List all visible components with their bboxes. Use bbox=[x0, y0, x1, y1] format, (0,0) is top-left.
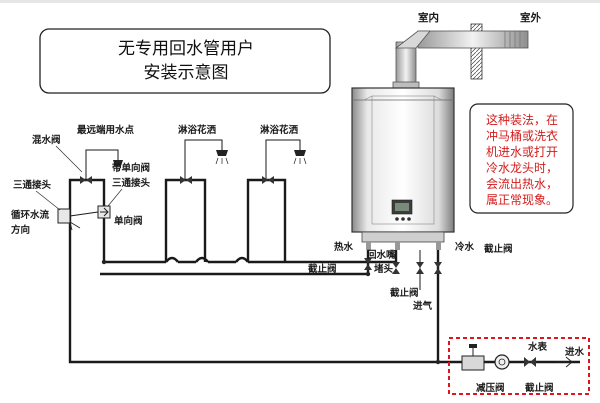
wall-and-flue: 室内 室外 bbox=[392, 11, 541, 91]
shower-head-2-icon bbox=[293, 150, 307, 165]
farthest-point-label: 最远端用水点 bbox=[77, 124, 135, 136]
tee-right-label: 三通接头 bbox=[112, 177, 151, 189]
meter-dashed-frame bbox=[448, 337, 590, 395]
cold-water-label: 冷水 bbox=[455, 241, 475, 253]
flue-vertical bbox=[395, 41, 417, 88]
shower2-loop bbox=[246, 178, 287, 262]
shower1-label: 淋浴花洒 bbox=[178, 124, 217, 136]
water-meter-box bbox=[448, 337, 590, 395]
note-line-1: 这种装法，在 bbox=[486, 112, 558, 127]
tee-left-icon bbox=[57, 208, 71, 224]
cold-main-pipe bbox=[68, 236, 456, 364]
shower1-loop bbox=[164, 178, 207, 262]
water-meter-label: 水表 bbox=[528, 341, 548, 353]
cold-stop-valve-icon bbox=[434, 262, 442, 274]
shower2-label: 淋浴花洒 bbox=[260, 124, 299, 136]
gas-valve-icon bbox=[416, 262, 424, 274]
stop-valve-left-label: 截止阀 bbox=[308, 263, 337, 275]
indoor-label: 室内 bbox=[418, 11, 439, 24]
stop-valve-right-label: 截止阀 bbox=[484, 243, 513, 255]
circulation-flow-label: 循环水流 bbox=[11, 209, 50, 221]
title-line-1: 无专用回水管用户 bbox=[118, 39, 254, 59]
top-border bbox=[0, 0, 600, 3]
one-way-valve-icon bbox=[100, 207, 109, 217]
return-nozzle-label: 回水嘴 bbox=[367, 249, 396, 261]
water-inlet-label: 进水 bbox=[565, 346, 585, 358]
water-meter-icon bbox=[494, 354, 510, 370]
gas-inlet-label: 进气 bbox=[413, 300, 433, 312]
pipe-joints bbox=[101, 259, 441, 365]
one-way-valve-label: 单向阀 bbox=[114, 215, 143, 227]
note-line-4: 冷水龙头时， bbox=[486, 161, 558, 175]
title-line-2: 安装示意图 bbox=[144, 63, 229, 83]
title-box: 无专用回水管用户 安装示意图 bbox=[39, 28, 331, 94]
meter-stop-valve-icon bbox=[524, 357, 536, 367]
mixing-valve-label: 混水阀 bbox=[32, 134, 61, 146]
wall bbox=[470, 23, 483, 80]
flow-arrow-icon bbox=[69, 221, 81, 231]
hot-stop-valve-icon bbox=[364, 258, 372, 270]
faucet-icon bbox=[113, 160, 123, 172]
hot-supply-left bbox=[102, 222, 166, 264]
shower2-valve-icon bbox=[262, 176, 274, 184]
inlet-arrow-icon bbox=[555, 356, 573, 368]
note-line-6: 属正常现象。 bbox=[486, 193, 558, 207]
water-heater bbox=[351, 87, 455, 250]
hot-water-label: 热水 bbox=[334, 241, 354, 253]
shower-head-1-icon bbox=[215, 150, 229, 165]
pressure-reducing-valve-icon bbox=[461, 355, 485, 371]
plug-valve-icon bbox=[392, 262, 400, 274]
outdoor-label: 室外 bbox=[520, 11, 541, 24]
tee-junctions bbox=[57, 205, 111, 231]
mixing-valve-icon bbox=[80, 176, 92, 184]
shower1-valve-icon bbox=[180, 176, 192, 184]
note-line-3: 机进水或打开 bbox=[486, 145, 558, 159]
labels: 混水阀 最远端用水点 淋浴花洒 淋浴花洒 带单向阀 三通接头 三通接头 循环水流… bbox=[11, 124, 585, 394]
stop-valve-meter-label: 截止阀 bbox=[525, 382, 554, 394]
plug-label: 堵头 bbox=[374, 263, 394, 275]
direction-label: 方向 bbox=[11, 224, 30, 236]
note-line-2: 冲马桶或洗衣 bbox=[486, 128, 558, 143]
note-line-5: 会流出热水， bbox=[486, 177, 558, 191]
tee-left-label: 三通接头 bbox=[13, 179, 52, 191]
stop-valve-bottom-label: 截止阀 bbox=[390, 287, 419, 299]
valves bbox=[80, 176, 536, 367]
note-box: 这种装法，在 冲马桶或洗衣 机进水或打开 冷水龙头时， 会流出热水， 属正常现象… bbox=[469, 103, 574, 214]
check-valve-with-label: 带单向阀 bbox=[112, 162, 150, 174]
flue-horizontal bbox=[417, 30, 529, 49]
pressure-reducing-valve-label: 减压阀 bbox=[476, 382, 505, 394]
